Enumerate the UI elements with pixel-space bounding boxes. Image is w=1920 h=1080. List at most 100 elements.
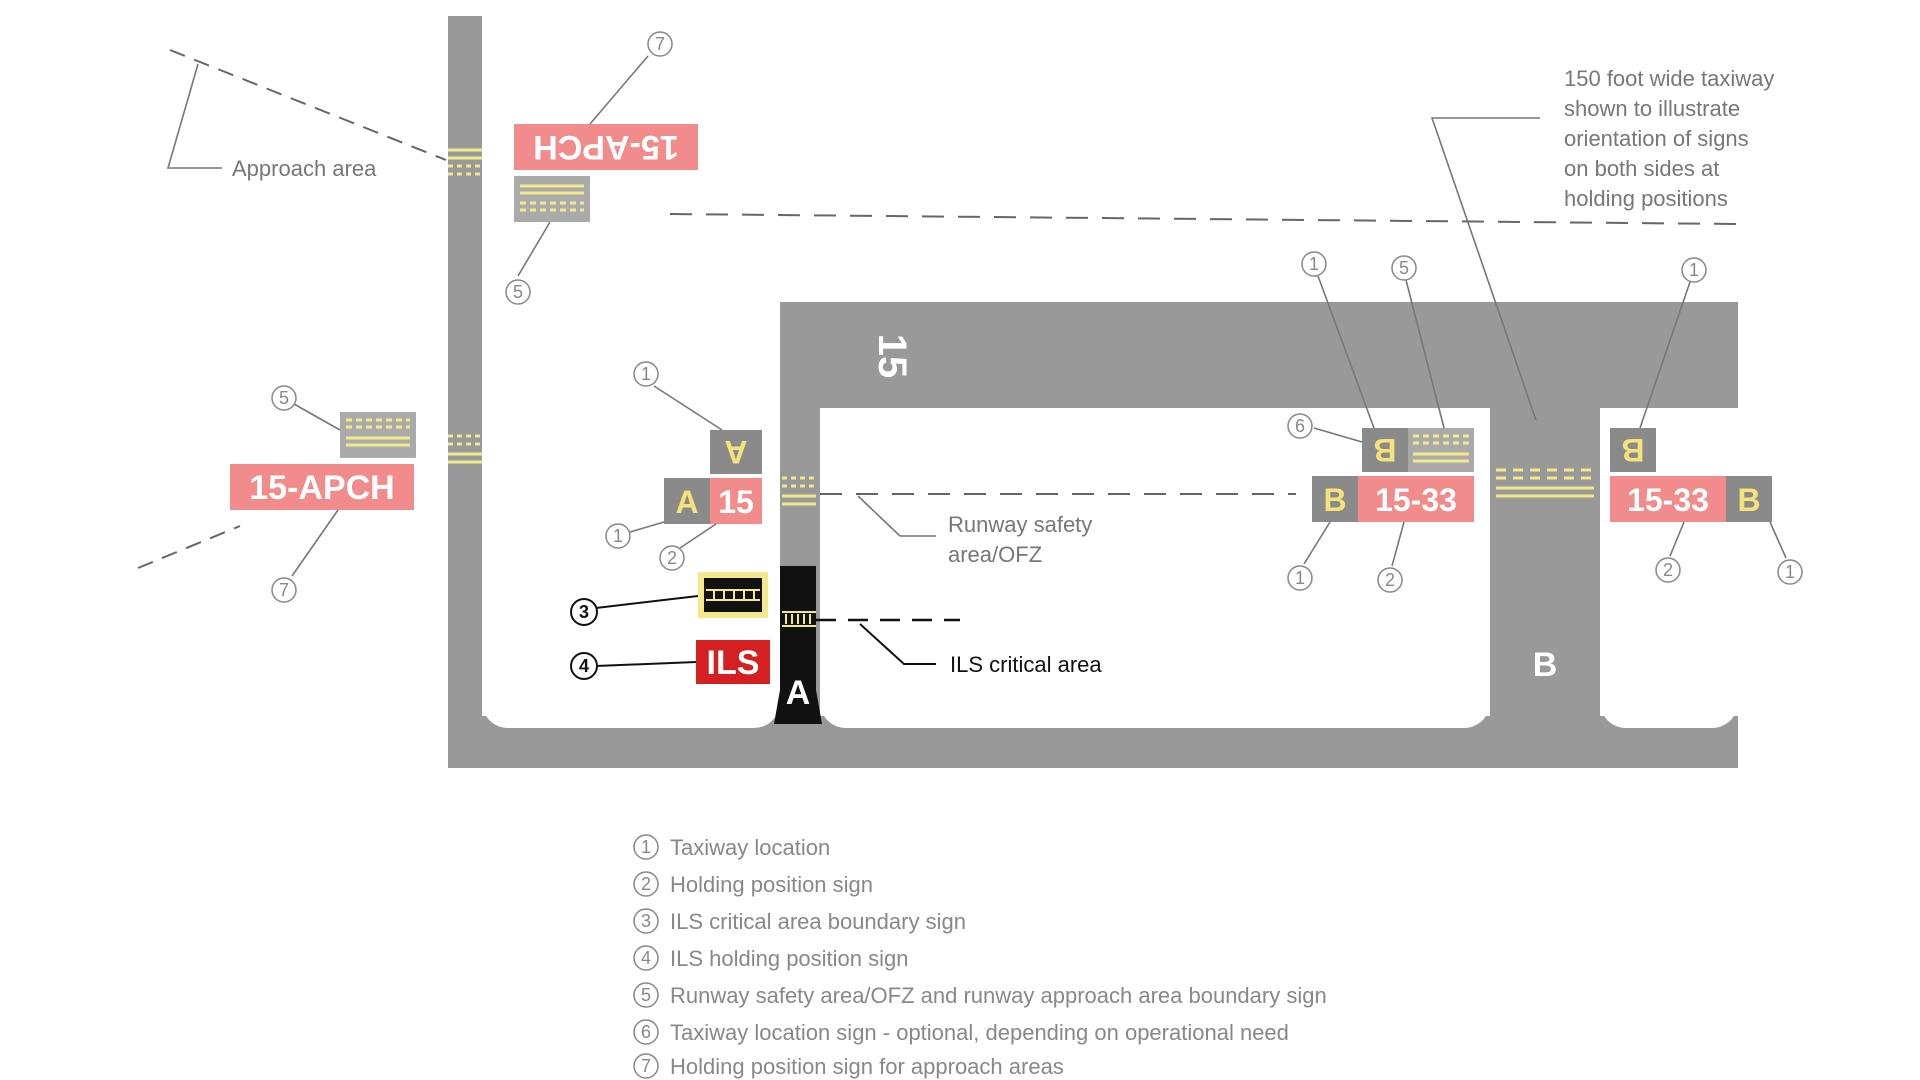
rsa-ofz-label-line-1: Runway safety <box>948 512 1092 537</box>
number-marker-7-top-text: 7 <box>655 34 665 54</box>
leader-n2-a <box>679 523 717 549</box>
legend-item-text: Holding position sign for approach areas <box>670 1054 1064 1079</box>
number-marker-1-a-upper: 1 <box>633 361 659 387</box>
taxiway-b-left-hold-sign: B 15-33 <box>1312 476 1474 522</box>
hold-marking-left-upper <box>448 148 482 176</box>
taxiway-location-sign-b-right-upper: B <box>1610 428 1656 472</box>
number-marker-2-b-right: 2 <box>1655 557 1681 583</box>
number-marker-1-a-upper-text: 1 <box>641 364 651 384</box>
legend-item-text: Holding position sign <box>670 872 873 897</box>
leader-n7-top <box>589 55 649 125</box>
legend-item-text: Taxiway location <box>670 835 830 860</box>
runway-15-hold-text: 15 <box>718 484 754 520</box>
number-marker-3: 3 <box>570 598 598 626</box>
leader-n5-left <box>293 403 341 431</box>
taxiway-location-sign-b-left-upper-text: B <box>1373 432 1396 468</box>
taxiway-b-left-location-text: B <box>1323 482 1346 518</box>
legend-item-text: Runway safety area/OFZ and runway approa… <box>670 983 1327 1008</box>
wide-taxiway-leader <box>1430 117 1540 421</box>
leader-n7-left <box>291 509 339 577</box>
number-marker-5-left-text: 5 <box>279 388 289 408</box>
taxiway-b-right-hold-sign: 15-33 B <box>1610 476 1772 522</box>
legend-item-text: Taxiway location sign - optional, depend… <box>670 1020 1289 1045</box>
number-marker-1-b-right-upper: 1 <box>1681 257 1707 283</box>
legend-item: 7 Holding position sign for approach are… <box>633 1053 1064 1079</box>
leader-n5-b <box>1405 279 1445 429</box>
approach-area-leader <box>166 63 222 169</box>
wide-taxiway-note-line-2: shown to illustrate <box>1564 96 1740 121</box>
number-marker-5-top-text: 5 <box>513 282 523 302</box>
apch-sign-top-text: 15-APCH <box>533 128 678 166</box>
wide-taxiway-note-line-3: orientation of signs <box>1564 126 1749 151</box>
leader-n1-a-upper <box>653 385 723 431</box>
number-marker-2-b-right-text: 2 <box>1663 560 1673 580</box>
leader-n4 <box>595 661 697 667</box>
number-marker-2-a-text: 2 <box>667 548 677 568</box>
taxiway-location-sign-a-upper-text: A <box>724 434 747 470</box>
legend-item-number: 5 <box>641 985 651 1005</box>
taxiway-b-connector <box>1490 380 1600 732</box>
number-marker-7-left-text: 7 <box>279 580 289 600</box>
taxiway-location-sign-b-left-upper: B <box>1362 428 1408 472</box>
legend-item-text: ILS critical area boundary sign <box>670 909 966 934</box>
number-marker-3-text: 3 <box>579 602 589 622</box>
number-marker-5-left: 5 <box>271 385 297 411</box>
leader-n3 <box>595 595 699 609</box>
taxiway-location-sign-a-upper: A <box>710 430 762 474</box>
legend-item: 1 Taxiway location <box>633 834 830 860</box>
rsa-ofz-label-line-2: area/OFZ <box>948 542 1042 567</box>
number-marker-7-left: 7 <box>271 577 297 603</box>
legend-item-number: 7 <box>641 1056 651 1076</box>
number-marker-5-b-text: 5 <box>1399 258 1409 278</box>
boundary-sign-top <box>514 176 590 222</box>
number-marker-7-top: 7 <box>647 31 673 57</box>
taxiway-a-location-text: A <box>675 484 698 520</box>
taxiway-a-hold-sign: A 15 <box>664 478 762 524</box>
runway-designation: 15 <box>870 334 914 379</box>
number-marker-1-b-right-lower: 1 <box>1777 559 1803 585</box>
legend-item-number: 2 <box>641 874 651 894</box>
legend: 1 Taxiway location 2 Holding position si… <box>633 834 1327 1079</box>
left-vertical-taxiway <box>448 16 482 768</box>
number-marker-1-b-right-lower-text: 1 <box>1785 562 1795 582</box>
leader-n2-b-left <box>1391 521 1405 567</box>
number-marker-1-b-right-upper-text: 1 <box>1689 260 1699 280</box>
leader-n1-a-lower <box>629 521 665 533</box>
number-marker-1-a-lower-text: 1 <box>613 526 623 546</box>
number-marker-4-text: 4 <box>579 656 589 676</box>
number-marker-1-a-lower: 1 <box>605 523 631 549</box>
leader-n1-b-right-lower <box>1769 521 1787 559</box>
legend-item: 2 Holding position sign <box>633 871 873 897</box>
number-marker-5-top: 5 <box>505 279 531 305</box>
legend-item: 6 Taxiway location sign - optional, depe… <box>633 1019 1289 1045</box>
leader-n2-b-right <box>1669 521 1685 557</box>
number-marker-2-b-left-text: 2 <box>1385 570 1395 590</box>
number-marker-2-b-left: 2 <box>1377 567 1403 593</box>
wide-taxiway-note: 150 foot wide taxiway shown to illustrat… <box>1564 66 1774 211</box>
taxiway-b-pavement-label: B <box>1533 646 1558 684</box>
number-marker-4: 4 <box>570 652 598 680</box>
number-marker-1-b-lower-text: 1 <box>1295 568 1305 588</box>
legend-item: 3 ILS critical area boundary sign <box>633 908 966 934</box>
number-marker-5-b: 5 <box>1391 255 1417 281</box>
ils-hold-sign: ILS <box>696 640 770 684</box>
taxiway-b-right-location-text: B <box>1737 482 1760 518</box>
number-marker-2-a: 2 <box>659 545 685 571</box>
ils-critical-area-flare <box>774 690 822 724</box>
legend-item-number: 1 <box>641 837 651 857</box>
taxiway-location-sign-b-right-upper-text: B <box>1621 432 1644 468</box>
apch-sign-left: 15-APCH <box>230 464 414 510</box>
ils-hold-sign-text: ILS <box>707 644 760 682</box>
legend-item: 5 Runway safety area/OFZ and runway appr… <box>633 982 1327 1008</box>
runway-15-33-left-text: 15-33 <box>1375 482 1457 518</box>
boundary-sign-b-left <box>1408 428 1474 472</box>
legend-item-number: 6 <box>641 1022 651 1042</box>
apch-sign-left-text: 15-APCH <box>249 469 394 507</box>
ils-critical-area-marking <box>782 611 816 627</box>
leader-n1-b-upper <box>1317 275 1375 429</box>
leader-n5-top <box>517 221 551 277</box>
hold-marking-taxiway-b <box>1496 468 1594 498</box>
legend-item-number: 3 <box>641 911 651 931</box>
approach-boundary-upper <box>169 49 447 161</box>
